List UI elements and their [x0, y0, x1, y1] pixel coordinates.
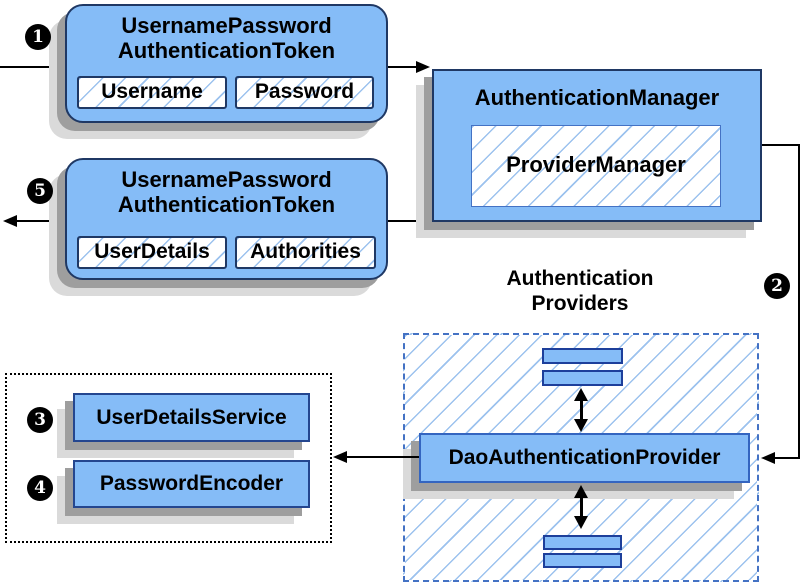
userdetails-field-box: UserDetails [77, 236, 227, 269]
node-title-line2: AuthenticationToken [117, 38, 336, 63]
down-arrowhead-icon [574, 516, 588, 529]
manager-to-provider-connector-h2 [774, 457, 800, 459]
provider-manager-node: ProviderManager [471, 125, 721, 207]
services-arrowhead-icon [333, 451, 347, 463]
provider-ellipsis-arrow-bottom [580, 496, 583, 516]
authorities-field-box: Authorities [235, 236, 376, 269]
node-title: UsernamePassword AuthenticationToken [67, 160, 386, 217]
heading-line2: Providers [531, 292, 629, 315]
manager-to-provider-connector-v [798, 144, 800, 459]
ellipsis-bar [542, 348, 623, 364]
services-group [5, 373, 332, 543]
node-title-line2: AuthenticationToken [117, 192, 336, 217]
authentication-manager-node: AuthenticationManager ProviderManager [432, 69, 762, 222]
step-4-badge: 4 [27, 475, 53, 501]
authentication-manager-label: AuthenticationManager [474, 85, 720, 110]
response-arrowhead-icon [3, 215, 17, 227]
up-arrowhead-icon [574, 485, 588, 498]
authentication-providers-heading: Authentication Providers [470, 266, 690, 316]
node-title-line1: UsernamePassword [121, 167, 332, 192]
username-field-box: Username [77, 76, 227, 109]
dao-authentication-provider-node: DaoAuthenticationProvider [419, 433, 750, 483]
heading-line1: Authentication [506, 267, 654, 290]
up-arrowhead-icon [574, 388, 588, 401]
password-field-box: Password [235, 76, 374, 109]
ellipsis-bar [542, 370, 623, 386]
user-details-service-node: UserDetailsService [73, 393, 310, 442]
password-encoder-node: PasswordEncoder [73, 460, 310, 508]
ellipsis-bar [543, 535, 622, 550]
username-password-token-result-node: UsernamePassword AuthenticationToken Use… [65, 158, 388, 280]
provider-to-services-arrow-line [346, 456, 419, 458]
step-5-badge: 5 [27, 178, 53, 204]
node-title-line1: UsernamePassword [121, 13, 332, 38]
down-arrowhead-icon [574, 419, 588, 432]
provider-arrowhead-icon [761, 452, 775, 464]
step-1-badge: 1 [25, 24, 51, 50]
ellipsis-bar [543, 553, 622, 568]
request-arrowhead-icon [416, 61, 430, 73]
username-password-token-request-node: UsernamePassword AuthenticationToken Use… [65, 4, 388, 123]
step-2-badge: 2 [764, 273, 790, 299]
node-title: UsernamePassword AuthenticationToken [67, 6, 386, 63]
provider-ellipsis-arrow-top [580, 399, 583, 421]
step-3-badge: 3 [27, 407, 53, 433]
manager-to-provider-connector-h1 [762, 144, 800, 146]
